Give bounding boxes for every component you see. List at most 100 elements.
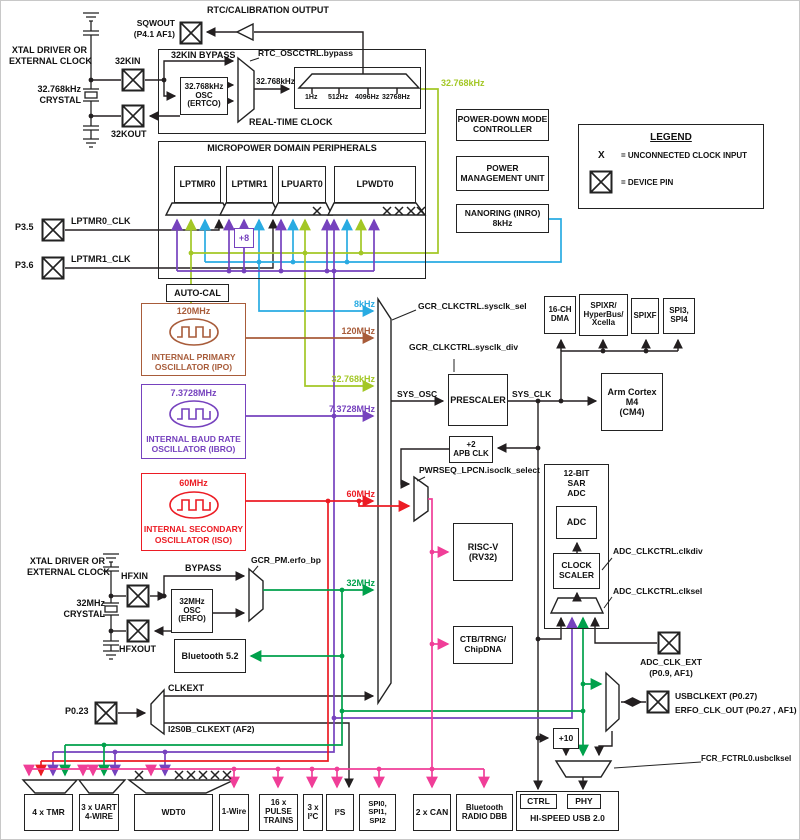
crystal-circuit-32k <box>83 12 99 148</box>
block-1wire: 1-Wire <box>219 794 249 831</box>
p36-label: P3.6 <box>15 260 34 270</box>
block-spixr: SPIXR/HyperBus/Xcella <box>579 294 628 336</box>
block-ctb-trng: CTB/TRNG/ChipDNA <box>453 626 513 664</box>
iso-name-2: OSCILLATOR (ISO) <box>154 534 233 545</box>
isoclk-mux <box>413 475 429 523</box>
rtc-container <box>158 49 426 134</box>
block-lpwdt0: LPWDT0 <box>334 166 416 203</box>
block-riscv: RISC-V(RV32) <box>453 523 513 581</box>
xtal-driver2-label-1: XTAL DRIVER OR <box>29 556 105 566</box>
xtal-driver-label-1: XTAL DRIVER OR <box>11 45 87 55</box>
wdt0-mux <box>126 779 235 794</box>
block-adc-core: ADC <box>556 506 597 539</box>
unconnected-x-marks <box>134 206 426 780</box>
micropower-title: MICROPOWER DOMAIN PERIPHERALS <box>207 143 377 153</box>
crystal-32k-label-1: 32.768kHz <box>37 84 81 94</box>
tmr-mux <box>21 779 79 794</box>
usb-title: HI-SPEED USB 2.0 <box>530 813 605 823</box>
micropower-container <box>158 141 426 279</box>
mux-shapes <box>21 22 620 794</box>
rtc-tap-512hz: 512Hz <box>328 94 349 101</box>
rtc-tap-32768hz: 32768Hz <box>382 94 411 101</box>
i2s0b-clkext-label: I2S0B_CLKEXT (AF2) <box>168 724 255 734</box>
p35-label: P3.5 <box>15 222 34 232</box>
black-wires <box>65 27 683 791</box>
div8-box: +8 <box>234 228 254 248</box>
block-prescaler: PRESCALER <box>448 374 508 426</box>
adc-clk-ext-label-1: ADC_CLK_EXT <box>640 657 702 667</box>
hfxin-label: HFXIN <box>121 571 148 581</box>
sysclk-mux <box>377 296 392 706</box>
block-nanoring-inro: NANORING (INRO)8kHz <box>456 204 549 233</box>
block-spi012: SPI0, SPI1,SPI2 <box>359 794 396 831</box>
leader-lines <box>249 57 702 769</box>
crystal-32m-label-1: 32MHz <box>76 598 105 608</box>
erfo-clk-out-label: ERFO_CLK_OUT (P0.27 , AF1) <box>675 705 797 715</box>
rtc-out-freq-label: 32.768kHz <box>256 77 295 86</box>
ipo-name-1: INTERNAL PRIMARY <box>151 351 236 362</box>
block-lptmr1: LPTMR1 <box>226 166 273 203</box>
mux-in-60mhz: 60MHz <box>346 489 375 499</box>
xtal-driver-label-2: EXTERNAL CLOCK <box>9 56 92 66</box>
sysclk-div-reg-label: GCR_CLKCTRL.sysclk_div <box>409 342 519 352</box>
crystal-circuit-32m <box>103 553 119 660</box>
pin-hfxout <box>126 619 150 643</box>
pin-32kin <box>121 68 145 92</box>
rtc-divider-mux <box>297 73 421 89</box>
adc-clkdiv-reg-label: ADC_CLKCTRL.clkdiv <box>613 546 703 556</box>
pin-sqwout <box>179 21 203 45</box>
square-wave-icon <box>168 399 220 434</box>
iso-freq: 60MHz <box>179 478 208 489</box>
pin-p023 <box>94 701 118 725</box>
block-lptmr0: LPTMR0 <box>174 166 221 203</box>
rtc-title: REAL-TIME CLOCK <box>249 117 333 127</box>
iso-name-1: INTERNAL SECONDARY <box>143 524 244 535</box>
adc-clk-ext-label-2: (P0.9, AF1) <box>649 668 693 678</box>
square-wave-icon <box>168 317 220 352</box>
pin-p35 <box>41 218 65 242</box>
usb-clk-mux <box>554 760 613 778</box>
ibro-freq: 7.3728MHz <box>170 387 217 398</box>
pin-p36 <box>41 256 65 280</box>
adc-clk-mux <box>549 597 605 614</box>
ipo-name-2: OSCILLATOR (IPO) <box>154 362 233 373</box>
lptmr0-clk-label: LPTMR0_CLK <box>71 216 131 226</box>
mux-in-73728mhz: 7.3728MHz <box>328 404 375 414</box>
autocal-box: AUTO-CAL <box>166 284 229 302</box>
uart-mux <box>77 779 127 794</box>
p023-splitter <box>150 688 165 736</box>
rtc-tap-4096hz: 4096Hz <box>355 94 380 101</box>
legend-device-pin-icon <box>589 170 613 194</box>
block-usb-phy: PHY <box>567 794 601 809</box>
rtc-cal-output-label: RTC/CALIBRATION OUTPUT <box>207 5 329 15</box>
ibro-name-2: OSCILLATOR (IBRO) <box>151 444 236 455</box>
hfxout-label: HFXOUT <box>119 644 156 654</box>
lptmr1-clk-label: LPTMR1_CLK <box>71 254 131 264</box>
rtc-bypass-reg-label: RTC_OSCCTRL.bypass <box>258 48 353 58</box>
bypass-32kin-label: 32KIN BYPASS <box>171 50 236 60</box>
ipo-freq: 120MHz <box>176 305 211 316</box>
sqwout-label: SQWOUT <box>136 18 175 28</box>
mux-in-120mhz: 120MHz <box>341 326 375 336</box>
erfo-bypass-mux <box>248 567 264 623</box>
block-spixf: SPIXF <box>631 298 659 334</box>
block-i2s: I²S <box>326 794 354 831</box>
adc-container <box>544 464 609 629</box>
adc-title-1: 12-BIT <box>563 468 590 478</box>
pin-32kin-label: 32KIN <box>115 56 141 66</box>
adc-title-2: SAR <box>567 478 586 488</box>
pin-usbclkext <box>646 690 670 714</box>
xtal-driver2-label-2: EXTERNAL CLOCK <box>27 567 110 577</box>
pin-32kout <box>121 104 145 128</box>
